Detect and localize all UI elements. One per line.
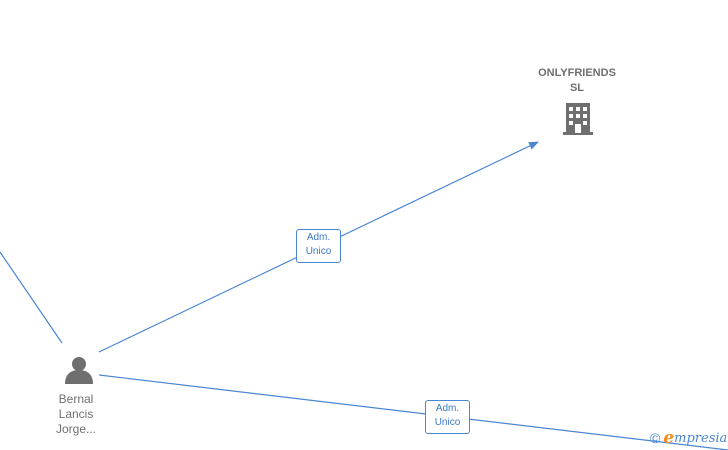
company-name-line2: SL xyxy=(569,82,585,94)
edge-label-adm-unico-offscreen[interactable]: Adm. Unico xyxy=(425,400,470,434)
building-icon[interactable] xyxy=(563,103,593,135)
company-node-label[interactable]: ONLYFRIENDS SL xyxy=(527,66,627,96)
person-name-line1: Bernal xyxy=(58,392,94,406)
edge-label-adm-unico-company[interactable]: Adm. Unico xyxy=(296,229,341,263)
copyright-icon: © xyxy=(650,430,661,446)
person-icon[interactable] xyxy=(65,357,93,384)
edge-label-line1: Adm. xyxy=(306,232,331,243)
edge-label-line2: Unico xyxy=(434,417,461,428)
brand-logo-e: e xyxy=(663,428,675,448)
brand-logo-text: mpresia xyxy=(674,430,728,446)
person-node-label[interactable]: Bernal Lancis Jorge... xyxy=(36,392,116,437)
empresia-watermark: © e mpresia xyxy=(650,428,727,448)
person-name-line2: Lancis xyxy=(58,407,94,421)
person-name-line3: Jorge... xyxy=(55,422,97,436)
edge-offscreen-to-person xyxy=(0,251,63,344)
company-name-line1: ONLYFRIENDS xyxy=(538,67,616,79)
edge-label-line1: Adm. xyxy=(435,403,460,414)
edge-person-to-offscreen[interactable] xyxy=(98,374,728,450)
edge-label-line2: Unico xyxy=(305,246,332,257)
